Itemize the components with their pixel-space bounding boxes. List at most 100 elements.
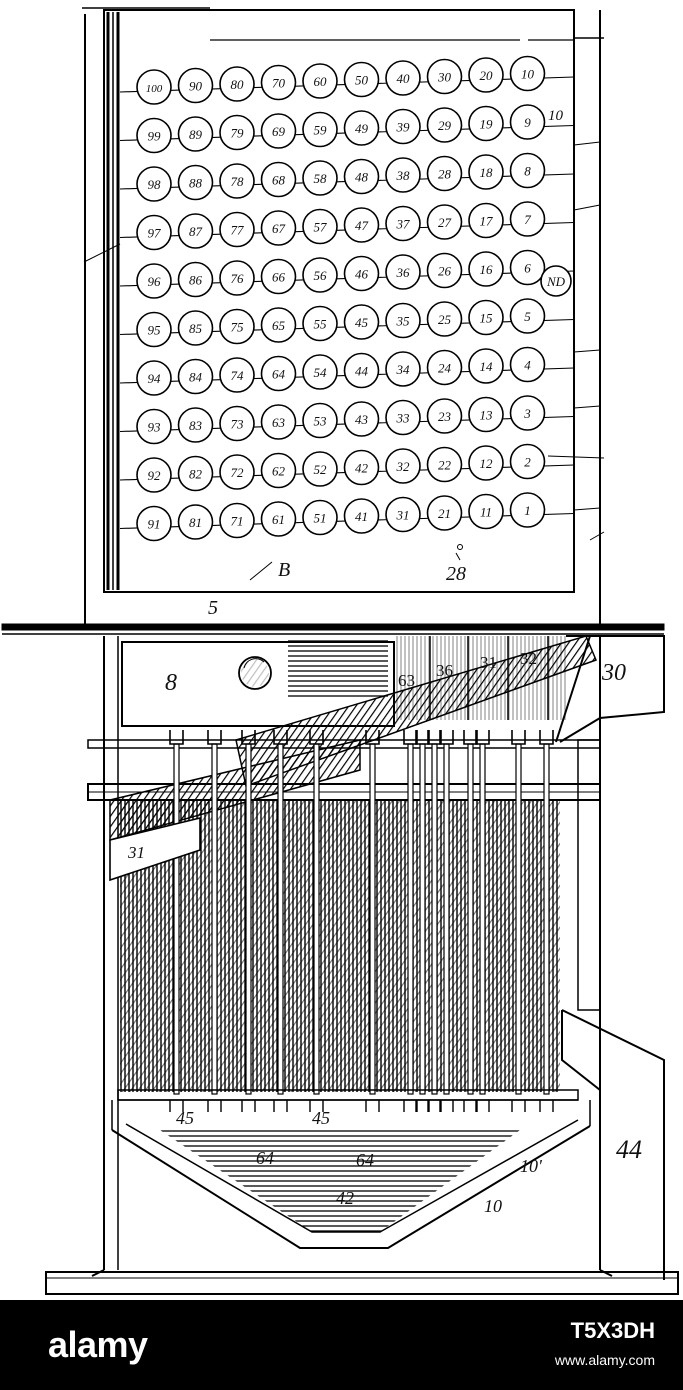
number-key[interactable]: 2 xyxy=(509,443,546,480)
number-key[interactable]: 77 xyxy=(219,211,255,248)
number-key[interactable]: 11 xyxy=(468,493,504,530)
number-key[interactable]: 44 xyxy=(343,352,380,389)
number-key[interactable]: 96 xyxy=(136,263,172,299)
number-key[interactable]: 100 xyxy=(136,69,172,105)
number-key[interactable]: 48 xyxy=(343,158,380,195)
number-key[interactable]: 60 xyxy=(302,63,338,99)
number-key[interactable]: 21 xyxy=(426,495,463,531)
number-key[interactable]: 42 xyxy=(343,449,380,486)
number-key[interactable]: 85 xyxy=(177,310,214,346)
number-key[interactable]: 82 xyxy=(177,455,214,492)
number-key[interactable]: 75 xyxy=(219,308,255,345)
number-key[interactable]: 14 xyxy=(468,348,504,384)
number-key[interactable]: 37 xyxy=(385,205,421,242)
number-key[interactable]: 74 xyxy=(219,357,255,393)
number-key[interactable]: 99 xyxy=(136,117,172,154)
number-key[interactable]: 26 xyxy=(426,252,463,289)
nd-key[interactable]: ND xyxy=(540,265,572,297)
number-key[interactable]: 88 xyxy=(177,164,214,201)
number-key[interactable]: 40 xyxy=(385,60,421,96)
number-key[interactable]: 50 xyxy=(343,61,380,98)
number-key[interactable]: 58 xyxy=(302,160,338,196)
number-key[interactable]: 20 xyxy=(468,57,504,93)
number-key[interactable]: 76 xyxy=(219,260,255,296)
number-key[interactable]: 32 xyxy=(385,448,421,484)
number-key[interactable]: 36 xyxy=(385,254,421,290)
number-key[interactable]: 22 xyxy=(426,446,463,483)
number-key[interactable]: 16 xyxy=(468,251,504,287)
number-key[interactable]: 86 xyxy=(177,261,214,298)
number-key[interactable]: 84 xyxy=(177,358,214,395)
number-key[interactable]: 93 xyxy=(136,408,172,445)
number-key[interactable]: 29 xyxy=(426,107,463,143)
number-key[interactable]: 95 xyxy=(136,311,172,348)
number-key[interactable]: 13 xyxy=(468,396,504,433)
number-key[interactable]: 63 xyxy=(260,404,297,440)
number-key[interactable]: 4 xyxy=(509,346,546,383)
number-key[interactable]: 56 xyxy=(302,257,338,293)
number-key[interactable]: 31 xyxy=(385,496,421,533)
number-key[interactable]: 61 xyxy=(260,501,297,537)
number-key[interactable]: 12 xyxy=(468,445,504,481)
number-key[interactable]: 25 xyxy=(426,301,463,337)
number-key[interactable]: 28 xyxy=(426,155,463,192)
number-key[interactable]: 54 xyxy=(302,354,338,390)
number-key[interactable]: 27 xyxy=(426,204,463,240)
number-key[interactable]: 94 xyxy=(136,360,172,396)
number-key[interactable]: 79 xyxy=(219,114,255,151)
number-key[interactable]: 45 xyxy=(343,304,380,340)
number-key[interactable]: 23 xyxy=(426,398,463,434)
number-key[interactable]: 5 xyxy=(509,298,546,334)
number-key[interactable]: 43 xyxy=(343,401,380,437)
number-key[interactable]: 34 xyxy=(385,351,421,387)
number-key[interactable]: 39 xyxy=(385,108,421,145)
number-key[interactable]: 64 xyxy=(260,355,297,392)
number-key[interactable]: 24 xyxy=(426,349,463,386)
number-key[interactable]: 87 xyxy=(177,213,214,249)
number-key[interactable]: 73 xyxy=(219,405,255,442)
number-key[interactable]: 97 xyxy=(136,214,172,251)
number-key[interactable]: 41 xyxy=(343,498,380,534)
number-key[interactable]: 6 xyxy=(509,249,546,286)
number-key[interactable]: 52 xyxy=(302,451,338,487)
number-key[interactable]: 47 xyxy=(343,207,380,243)
number-key[interactable]: 65 xyxy=(260,307,297,343)
number-key[interactable]: 70 xyxy=(260,64,297,101)
number-key[interactable]: 71 xyxy=(219,502,255,539)
number-key[interactable]: 33 xyxy=(385,399,421,436)
number-key[interactable]: 17 xyxy=(468,202,504,239)
number-key[interactable]: 15 xyxy=(468,299,504,336)
number-key[interactable]: 3 xyxy=(509,395,546,431)
number-key[interactable]: 7 xyxy=(509,201,546,237)
number-key[interactable]: 1 xyxy=(509,492,546,528)
number-key[interactable]: 18 xyxy=(468,154,504,190)
number-key[interactable]: 53 xyxy=(302,402,338,439)
number-key[interactable]: 19 xyxy=(468,105,504,142)
number-key[interactable]: 72 xyxy=(219,454,255,490)
number-key[interactable]: 83 xyxy=(177,407,214,443)
number-key[interactable]: 81 xyxy=(177,504,214,540)
number-key[interactable]: 35 xyxy=(385,302,421,339)
number-key[interactable]: 91 xyxy=(136,505,172,542)
number-key[interactable]: 62 xyxy=(260,452,297,489)
number-key[interactable]: 57 xyxy=(302,208,338,245)
number-key[interactable]: 51 xyxy=(302,499,338,536)
number-key[interactable]: 68 xyxy=(260,161,297,198)
number-key[interactable]: 30 xyxy=(426,58,463,95)
number-key[interactable]: 49 xyxy=(343,110,380,146)
number-key[interactable]: 80 xyxy=(219,66,255,102)
number-key[interactable]: 10 xyxy=(509,55,546,92)
number-key[interactable]: 8 xyxy=(509,152,546,189)
number-key[interactable]: 38 xyxy=(385,157,421,193)
number-key[interactable]: 59 xyxy=(302,111,338,148)
number-key[interactable]: 69 xyxy=(260,113,297,149)
number-key[interactable]: 98 xyxy=(136,166,172,202)
number-key[interactable]: 92 xyxy=(136,457,172,493)
number-key[interactable]: 55 xyxy=(302,305,338,342)
number-key[interactable]: 90 xyxy=(177,67,214,104)
number-key[interactable]: 67 xyxy=(260,210,297,246)
number-key[interactable]: 66 xyxy=(260,258,297,295)
number-key[interactable]: 89 xyxy=(177,116,214,152)
number-key[interactable]: 46 xyxy=(343,255,380,292)
number-key[interactable]: 78 xyxy=(219,163,255,199)
